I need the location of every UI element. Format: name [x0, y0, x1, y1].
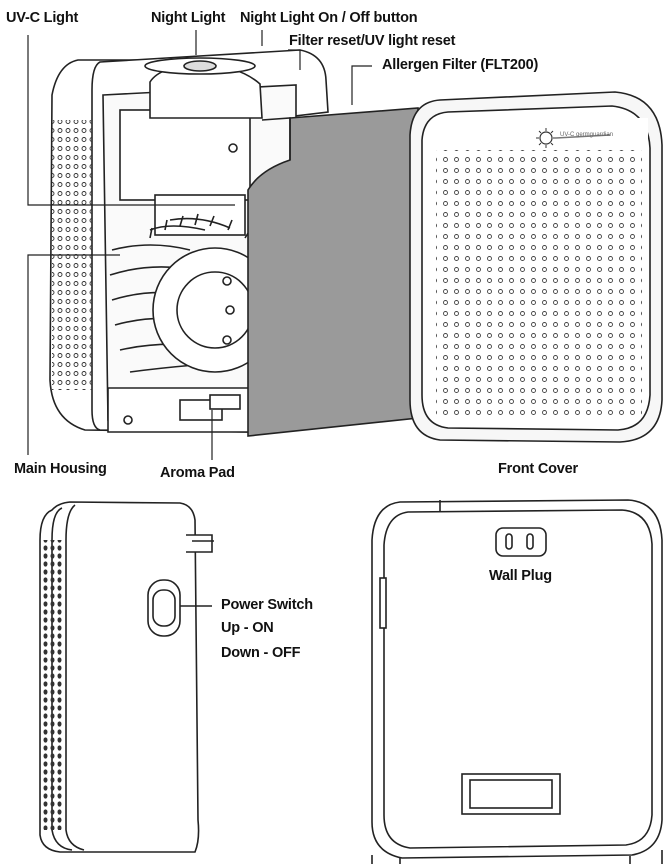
label-front-cover: Front Cover: [498, 461, 578, 477]
label-power-switch: Power Switch: [221, 597, 313, 613]
label-uvc-light: UV-C Light: [6, 10, 79, 26]
label-filter-reset: Filter reset/UV light reset: [289, 33, 456, 49]
label-allergen-filter: Allergen Filter (FLT200): [382, 57, 539, 73]
leader-lines: [27, 30, 372, 460]
back-view-drawing: [371, 499, 663, 864]
front-cover-logo: UV-C germguardian: [560, 132, 614, 138]
label-aroma-pad: Aroma Pad: [160, 465, 235, 481]
filter-drawing: [247, 107, 419, 437]
label-wall-plug: Wall Plug: [489, 568, 552, 584]
label-switch-down: Down - OFF: [221, 645, 301, 661]
label-main-housing: Main Housing: [14, 461, 107, 477]
front-cover-drawing: [409, 91, 663, 443]
side-view-drawing: [39, 501, 214, 853]
label-night-light-button: Night Light On / Off button: [240, 10, 418, 26]
label-night-light: Night Light: [151, 10, 226, 26]
label-switch-up: Up - ON: [221, 620, 274, 636]
